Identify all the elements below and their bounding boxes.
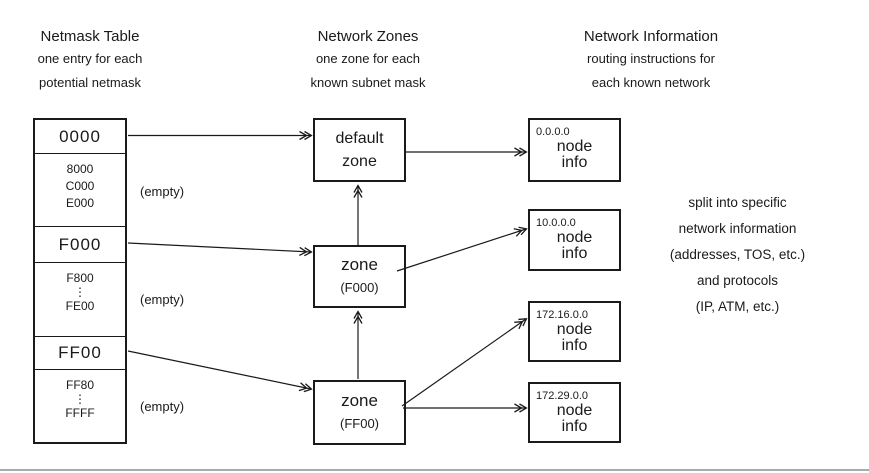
zone-label: zone <box>342 153 377 170</box>
bottom-rule <box>0 469 869 471</box>
annotation-line: and protocols <box>696 273 779 288</box>
netinfo-column-subtitle-2: each known network <box>591 75 711 90</box>
netmask-entry-label: FF00 <box>58 343 102 362</box>
zone-box-FF00: zone (FF00) <box>313 380 406 445</box>
node-label: info <box>561 245 588 262</box>
netinfo-column-subtitle-1: routing instructions for <box>587 51 715 66</box>
annotation-line: (addresses, TOS, etc.) <box>669 247 806 262</box>
netmask-entry-label: F000 <box>58 234 102 254</box>
netinfo-column-title: Network Information <box>583 28 719 45</box>
node-label: info <box>561 418 588 435</box>
arrow-zone-FF00-to-node-172-16-0-0 <box>401 319 526 407</box>
empty-note-3: (empty) <box>140 399 185 414</box>
zone-label: zone <box>341 255 378 274</box>
netmask-entry-FF00: FF00 <box>35 336 125 369</box>
node-label: node <box>556 138 593 155</box>
netmask-entry-label: 0000 <box>59 126 101 146</box>
zone-mask-label: (F000) <box>340 280 379 295</box>
node-label: node <box>556 321 593 338</box>
netmask-entry-F000: F000 <box>35 226 125 262</box>
zone-box-default: default zone <box>313 118 406 182</box>
arrow-zone-F000-to-node-10-0-0-0 <box>396 229 526 272</box>
zones-column-subtitle-1: one zone for each <box>315 51 421 66</box>
gap-line: F800 <box>66 271 94 285</box>
node-ip: 172.16.0.0 <box>536 309 588 321</box>
node-box-0-0-0-0: 0.0.0.0 node info <box>528 118 621 182</box>
zones-column-header: Network Zones one zone for each known su… <box>288 27 448 95</box>
netmask-column-subtitle-2: potential netmask <box>39 75 141 90</box>
node-box-172-29-0-0: 172.29.0.0 node info <box>528 382 621 443</box>
arrow-FF00-to-zone-FF00 <box>127 350 311 389</box>
empty-note-1: (empty) <box>140 184 185 199</box>
zone-label: default <box>335 130 384 147</box>
node-ip: 172.29.0.0 <box>536 390 588 402</box>
netmask-gap-F800: F800 ⋮ FE00 <box>35 262 125 336</box>
netmask-gap-8000: 8000 C000 E000 <box>35 153 125 226</box>
node-label: info <box>561 154 588 171</box>
ellipsis-dots: ⋮ <box>74 285 86 299</box>
node-ip: 0.0.0.0 <box>536 126 570 138</box>
zones-column-subtitle-2: known subnet mask <box>310 75 426 90</box>
gap-line: FE00 <box>65 299 95 313</box>
ellipsis-dots: ⋮ <box>74 392 86 406</box>
arrow-F000-to-zone-F000 <box>127 242 311 252</box>
netmask-column-subtitle-1: one entry for each <box>37 51 143 66</box>
node-box-10-0-0-0: 10.0.0.0 node info <box>528 209 621 271</box>
node-label: info <box>561 337 588 354</box>
annotation-line: network information <box>678 221 797 236</box>
netmask-table: 0000 8000 C000 E000 F000 F800 ⋮ FE00 FF0… <box>33 118 127 444</box>
netmask-column-header: Netmask Table one entry for each potenti… <box>10 27 170 95</box>
gap-line: 8000 <box>66 162 94 176</box>
zone-mask-label: (FF00) <box>340 416 379 431</box>
gap-line: E000 <box>65 196 95 210</box>
gap-line: FF80 <box>65 378 94 392</box>
node-label: node <box>556 229 593 246</box>
annotation-line: (IP, ATM, etc.) <box>695 299 780 314</box>
netmask-entry-0000: 0000 <box>35 120 125 153</box>
node-box-172-16-0-0: 172.16.0.0 node info <box>528 301 621 362</box>
gap-line: FFFF <box>65 406 95 420</box>
zones-column-title: Network Zones <box>317 28 419 45</box>
annotation-line: split into specific <box>688 195 787 210</box>
zone-box-F000: zone (F000) <box>313 245 406 308</box>
empty-note-2: (empty) <box>140 292 185 307</box>
netmask-column-title: Netmask Table <box>40 28 140 45</box>
split-annotation: split into specific network information … <box>620 190 855 320</box>
node-ip: 10.0.0.0 <box>536 217 576 229</box>
zone-label: zone <box>341 391 378 410</box>
gap-line: C000 <box>65 179 95 193</box>
netmask-gap-FF80: FF80 ⋮ FFFF <box>35 369 125 442</box>
netinfo-column-header: Network Information routing instructions… <box>556 27 746 95</box>
node-label: node <box>556 402 593 419</box>
